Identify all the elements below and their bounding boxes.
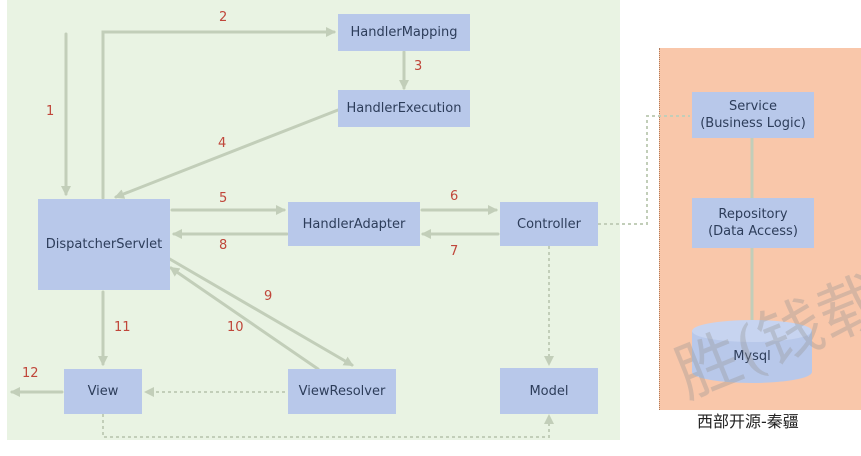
step-4-label: 4 xyxy=(218,136,227,151)
arrow-9 xyxy=(166,256,354,367)
controller-node: Controller xyxy=(500,202,598,246)
step-2-label: 2 xyxy=(219,10,228,25)
step-9-label: 9 xyxy=(264,289,273,304)
handler-mapping-node: HandlerMapping xyxy=(338,14,470,51)
handler-execution-node: HandlerExecution xyxy=(338,90,470,127)
view-node: View xyxy=(64,369,142,414)
diagram-caption: 西部开源-秦疆 xyxy=(697,412,799,431)
arrow-10 xyxy=(169,266,320,371)
dispatcher-servlet-node: DispatcherServlet xyxy=(38,199,170,290)
view-to-model-link xyxy=(102,414,554,438)
step-11-label: 11 xyxy=(114,320,131,335)
repository-node: Repository (Data Access) xyxy=(692,198,814,248)
arrow-4 xyxy=(114,108,340,199)
arrow-2 xyxy=(101,27,336,200)
step-10-label: 10 xyxy=(227,320,244,335)
step-8-label: 8 xyxy=(219,238,228,253)
controller-to-service-link xyxy=(598,115,690,225)
step-3-label: 3 xyxy=(414,59,423,74)
step-7-label: 7 xyxy=(450,244,459,259)
model-node: Model xyxy=(500,368,598,414)
service-node: Service (Business Logic) xyxy=(692,92,814,138)
handler-adapter-node: HandlerAdapter xyxy=(288,202,420,246)
step-1-label: 1 xyxy=(46,104,55,119)
mysql-node: Mysql xyxy=(733,348,771,364)
view-resolver-node: ViewResolver xyxy=(288,369,396,414)
step-12-label: 12 xyxy=(22,366,39,381)
step-6-label: 6 xyxy=(450,189,459,204)
step-5-label: 5 xyxy=(219,191,228,206)
